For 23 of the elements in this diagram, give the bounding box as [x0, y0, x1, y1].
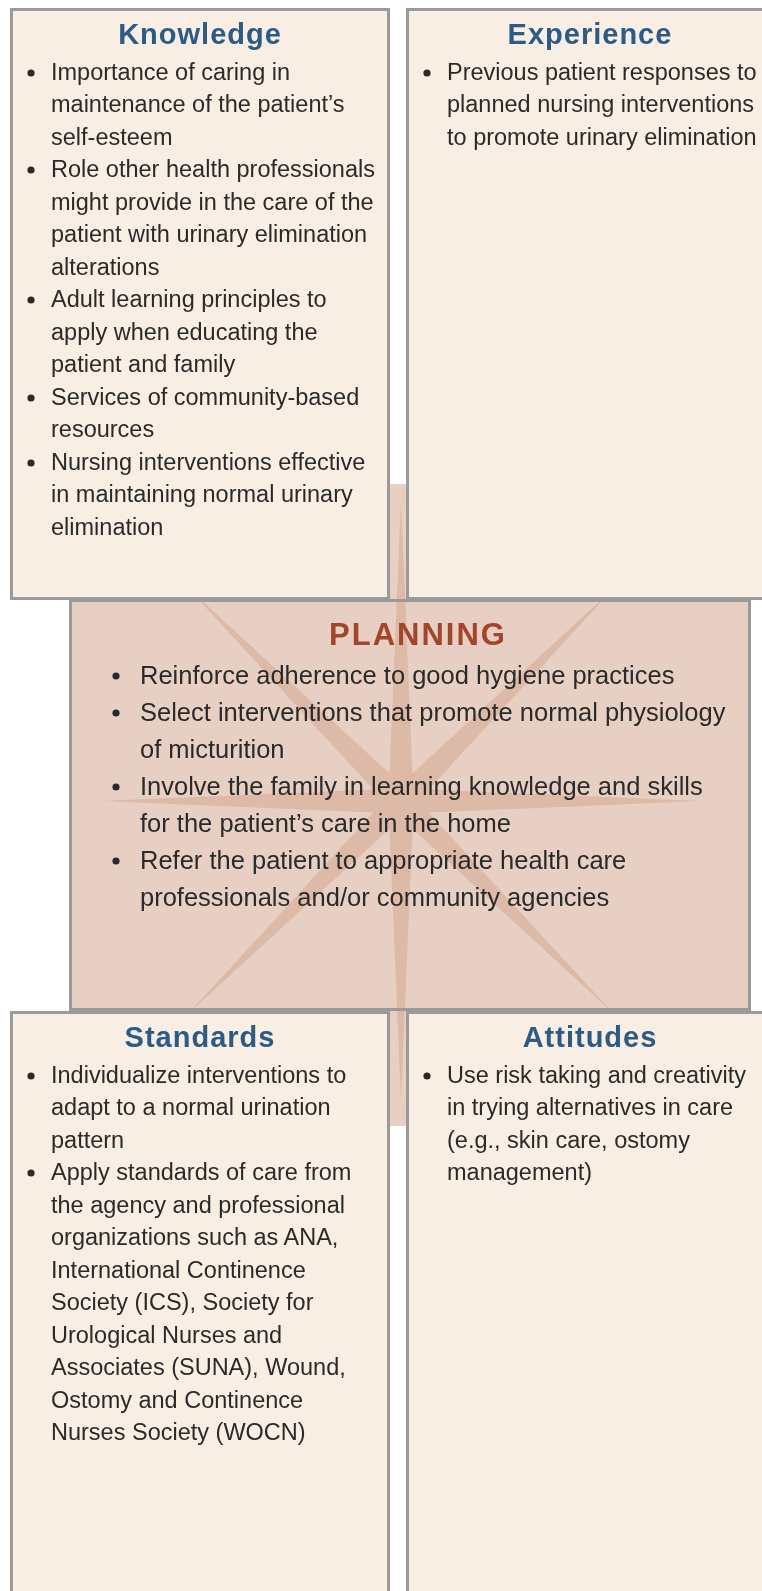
bullet-text: Services of community-based resources — [51, 383, 360, 443]
category-box — [10, 8, 390, 600]
box-heading: Knowledge — [117, 17, 283, 52]
bullet-text: Refer the patient to appropriate health care professionals and/or community agencies — [140, 846, 627, 912]
bullet-text: Importance of caring in maintenance of the patient’s self-esteem — [51, 58, 345, 150]
bullet-text: Apply standards of care from the agency and professional organizations such as ANA, International Continence Society (ICS), Society for Urological Nurses and Associates (SUNA), Wound, Ostomy and Continence Nurses Society (WOCN) — [51, 1159, 352, 1446]
bullet-text: Select interventions that promote normal physiology of micturition — [140, 698, 726, 764]
category-box — [406, 1011, 762, 1591]
box-heading: Experience — [506, 17, 674, 52]
bullet-text: Reinforce adherence to good hygiene practices — [140, 661, 675, 690]
box-heading: Attitudes — [521, 1020, 659, 1055]
box-heading: Standards — [123, 1020, 277, 1055]
bullet-text: Adult learning principles to apply when educating the patient and family — [51, 286, 327, 378]
bullet-text: Previous patient responses to planned nursing interventions to promote urinary elimination — [447, 58, 757, 150]
bullet-text: Use risk taking and creativity in trying alternatives in care (e.g., skin care, ostomy management) — [447, 1061, 747, 1186]
bullet-text: Involve the family in learning knowledge and skills for the patient’s care in the home — [140, 772, 703, 838]
bullet-text: Role other health professionals might provide in the care of the patient with urinary elimination alterations — [51, 156, 375, 280]
box-heading: PLANNING — [328, 616, 508, 654]
bullet-text: Nursing interventions effective in maintaining normal urinary elimination — [51, 448, 366, 540]
category-box — [10, 1011, 390, 1591]
category-box — [406, 8, 762, 600]
planning-panel — [69, 599, 751, 1011]
bullet-text: Individualize interventions to adapt to a normal urination pattern — [51, 1061, 347, 1153]
